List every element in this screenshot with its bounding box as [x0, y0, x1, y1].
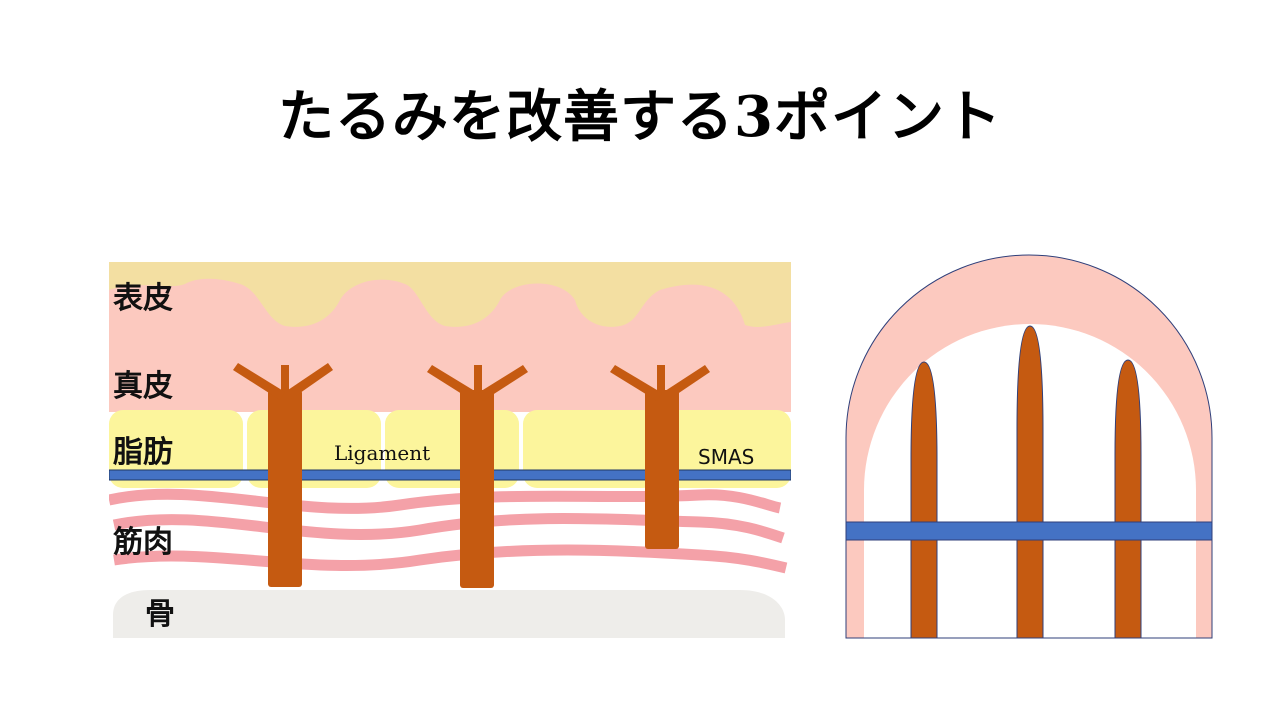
smas-band — [109, 469, 791, 481]
dermis-label: 真皮 — [113, 369, 173, 404]
page-title: たるみを改善する3ポイント — [278, 84, 1002, 150]
ligament-label: Ligament — [334, 441, 430, 465]
fat-label: 脂肪 — [113, 435, 173, 470]
arch-pillar-2 — [1016, 325, 1044, 639]
bone-label: 骨 — [145, 597, 175, 632]
epidermis-label: 表皮 — [113, 281, 173, 316]
ligament-2 — [427, 365, 528, 588]
ligament-1 — [233, 363, 333, 587]
ligament-3 — [610, 365, 710, 549]
epidermis-layer — [109, 262, 791, 327]
muscle-layer — [109, 488, 788, 574]
bone-layer — [113, 590, 785, 638]
smas-label: SMAS — [698, 445, 754, 469]
skin-cross-section — [109, 262, 791, 638]
arch-pillar-3 — [1114, 359, 1142, 639]
muscle-label: 筋肉 — [113, 525, 173, 560]
arch-smas-bar — [845, 521, 1213, 541]
arch-pillar-1 — [910, 361, 938, 639]
arch-diagram — [845, 254, 1213, 639]
